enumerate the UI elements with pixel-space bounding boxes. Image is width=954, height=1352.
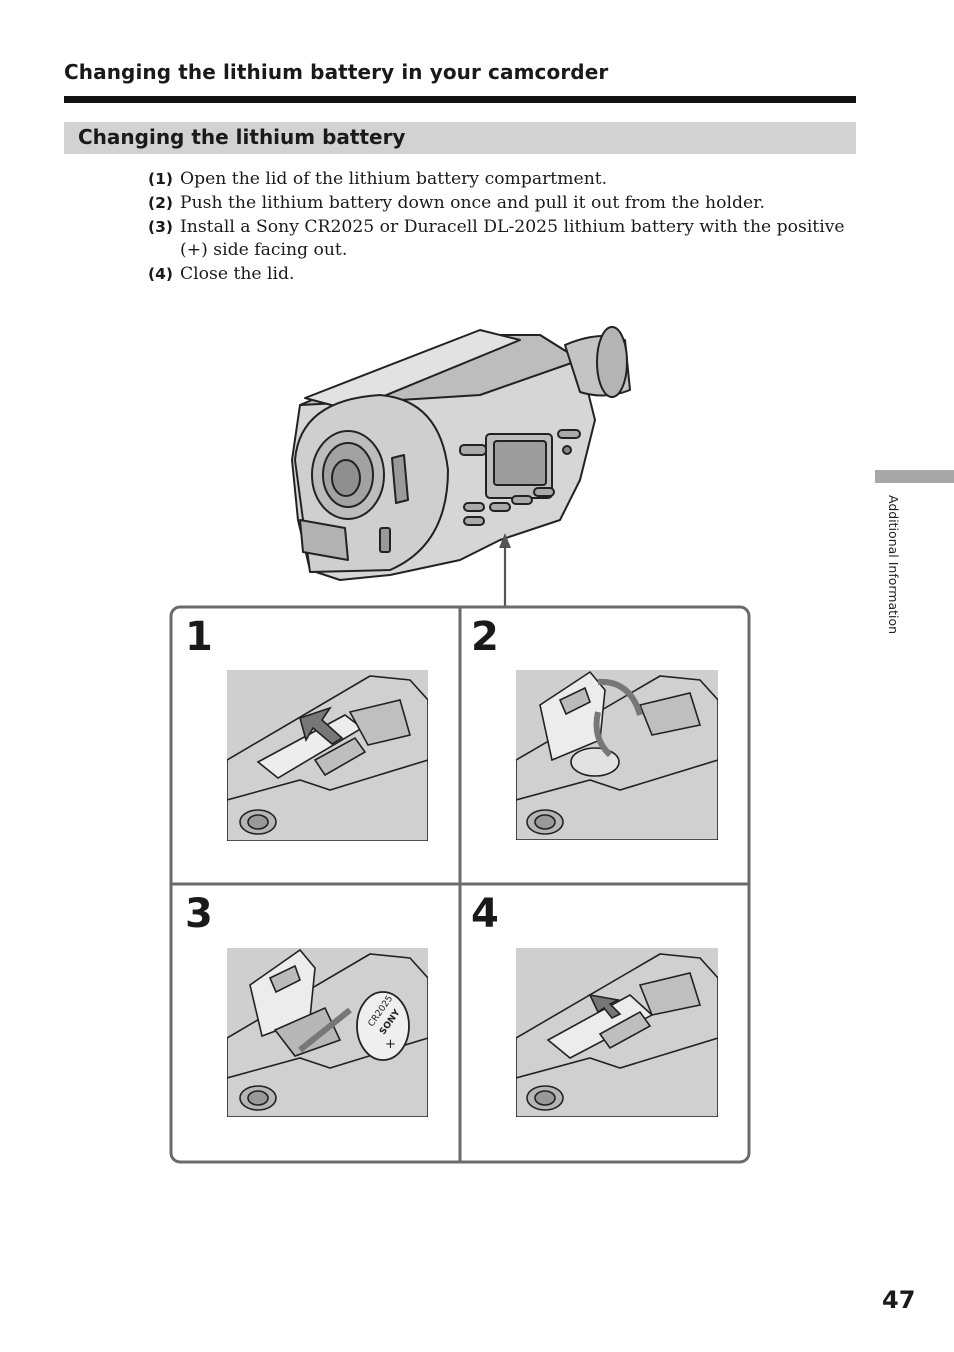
panel-grid	[169, 605, 751, 1164]
step-text: Install a Sony CR2025 or Duracell DL-202…	[180, 216, 845, 261]
step-text: Push the lithium battery down once and p…	[180, 192, 765, 213]
chapter-rule	[64, 96, 856, 103]
step-text: Open the lid of the lithium battery comp…	[180, 169, 608, 189]
step-number: (1)	[148, 170, 173, 188]
section-title: Changing the lithium battery	[78, 125, 406, 149]
battery-polarity-label: +	[385, 1037, 396, 1052]
step1-illustration	[227, 670, 428, 841]
chapter-title: Changing the lithium battery in your cam…	[64, 60, 609, 84]
step2-illustration	[516, 670, 718, 840]
page-number: 47	[882, 1286, 916, 1314]
step4-illustration	[516, 948, 718, 1117]
panel-number: 1	[185, 614, 213, 660]
battery-cr2025: CR2025 SONY +	[356, 991, 410, 1061]
panel-number: 3	[185, 891, 213, 937]
section-bar: Changing the lithium battery	[64, 122, 856, 154]
side-tab	[875, 470, 954, 483]
step-item: (1) Open the lid of the lithium battery …	[148, 168, 860, 192]
camcorder-illustration	[291, 326, 631, 581]
panel-number: 4	[471, 891, 499, 937]
step-item: (4) Close the lid.	[148, 263, 860, 287]
step-number: (4)	[148, 265, 173, 284]
step-list: (1) Open the lid of the lithium battery …	[148, 168, 860, 287]
side-tab-label: Additional Information	[886, 495, 901, 635]
panel-number: 2	[471, 614, 499, 660]
step-item: (3) Install a Sony CR2025 or Duracell DL…	[148, 216, 860, 264]
pointer-arrow	[499, 533, 511, 607]
step-number: (3)	[148, 217, 173, 236]
step-text: Close the lid.	[180, 264, 295, 285]
step-number: (2)	[148, 193, 173, 212]
step-item: (2) Push the lithium battery down once a…	[148, 192, 860, 216]
